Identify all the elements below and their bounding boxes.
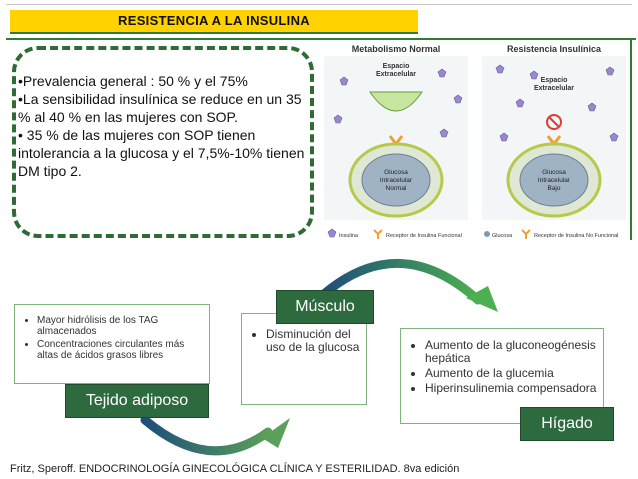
adipose-item-1: Mayor hidrólisis de los TAG almacenados <box>37 315 203 337</box>
legend-receptor-functional: Receptor de Insulina Funcional <box>386 233 462 239</box>
liver-item-2: Aumento de la glucemia <box>425 367 597 380</box>
top-frame <box>6 4 632 45</box>
stats-text: •Prevalencia general : 50 % y el 75% •La… <box>18 72 308 180</box>
resistance-title: Resistencia Insulínica <box>507 44 602 54</box>
normal-extracellular-1: Espacio <box>383 63 410 70</box>
adipose-tissue-box: Mayor hidrólisis de los TAG almacenados … <box>14 304 210 384</box>
liver-label: Hígado <box>520 407 614 441</box>
normal-metabolism-panel: Metabolismo Normal Espacio Extracelular … <box>324 44 468 220</box>
arrow-adipose-to-muscle <box>140 415 273 456</box>
insulin-molecules <box>333 64 619 142</box>
arrow-head-liver <box>466 286 498 312</box>
normal-intracellular-2: Intracelular <box>380 177 413 184</box>
normal-insulin-cup <box>369 91 423 112</box>
normal-intracellular-1: Glucosa <box>384 169 408 176</box>
resistance-intracellular-3: Bajo <box>547 185 560 192</box>
insulin-resistance-illustration: Metabolismo Normal Espacio Extracelular … <box>320 40 630 250</box>
title-underline <box>6 38 636 40</box>
liver-box: Aumento de la gluconeogénesis hepática A… <box>400 328 604 424</box>
stat-sensitivity: •La sensibilidad insulínica se reduce en… <box>18 91 302 125</box>
title-banner: RESISTENCIA A LA INSULINA <box>10 10 418 34</box>
normal-extracellular-2: Extracelular <box>376 71 416 78</box>
adipose-tissue-label: Tejido adiposo <box>65 384 209 418</box>
citation: Fritz, Speroff. ENDOCRINOLOGÍA GINECOLÓG… <box>10 463 460 475</box>
legend-glucose: Glucosa <box>492 233 513 239</box>
insulin-resistance-panel: Resistencia Insulínica Espacio Extracelu… <box>482 44 626 220</box>
adipose-item-2: Concentraciones circulantes más altas de… <box>37 339 203 361</box>
stat-prevalence: •Prevalencia general : 50 % y el 75% <box>18 73 248 89</box>
resistance-intracellular-2: Intracelular <box>538 177 571 184</box>
blocked-icon <box>546 114 562 130</box>
legend-receptor-nonfunctional: Receptor de Insulina No Funcional <box>534 233 618 239</box>
legend-insulin: Insulina <box>339 233 359 239</box>
muscle-box: Disminución del uso de la glucosa <box>241 313 367 405</box>
page-title: RESISTENCIA A LA INSULINA <box>118 13 310 28</box>
resistance-intracellular-1: Glucosa <box>542 169 566 176</box>
muscle-label: Músculo <box>276 290 374 324</box>
right-border <box>630 40 632 240</box>
stat-sop-glucose: • 35 % de las mujeres con SOP tienen int… <box>18 127 305 179</box>
muscle-item-1: Disminución del uso de la glucosa <box>266 328 360 354</box>
liver-item-1: Aumento de la gluconeogénesis hepática <box>425 339 597 365</box>
resistance-extracellular-2: Extracelular <box>534 85 574 92</box>
arrow-head-muscle <box>262 418 290 448</box>
normal-title: Metabolismo Normal <box>352 44 441 54</box>
liver-item-3: Hiperinsulinemia compensadora <box>425 382 597 395</box>
illustration-legend: Insulina Receptor de Insulina Funcional … <box>327 228 618 239</box>
stats-dashed-box <box>12 46 314 238</box>
normal-intracellular-3: Normal <box>386 185 408 192</box>
resistance-extracellular-1: Espacio <box>541 77 568 84</box>
